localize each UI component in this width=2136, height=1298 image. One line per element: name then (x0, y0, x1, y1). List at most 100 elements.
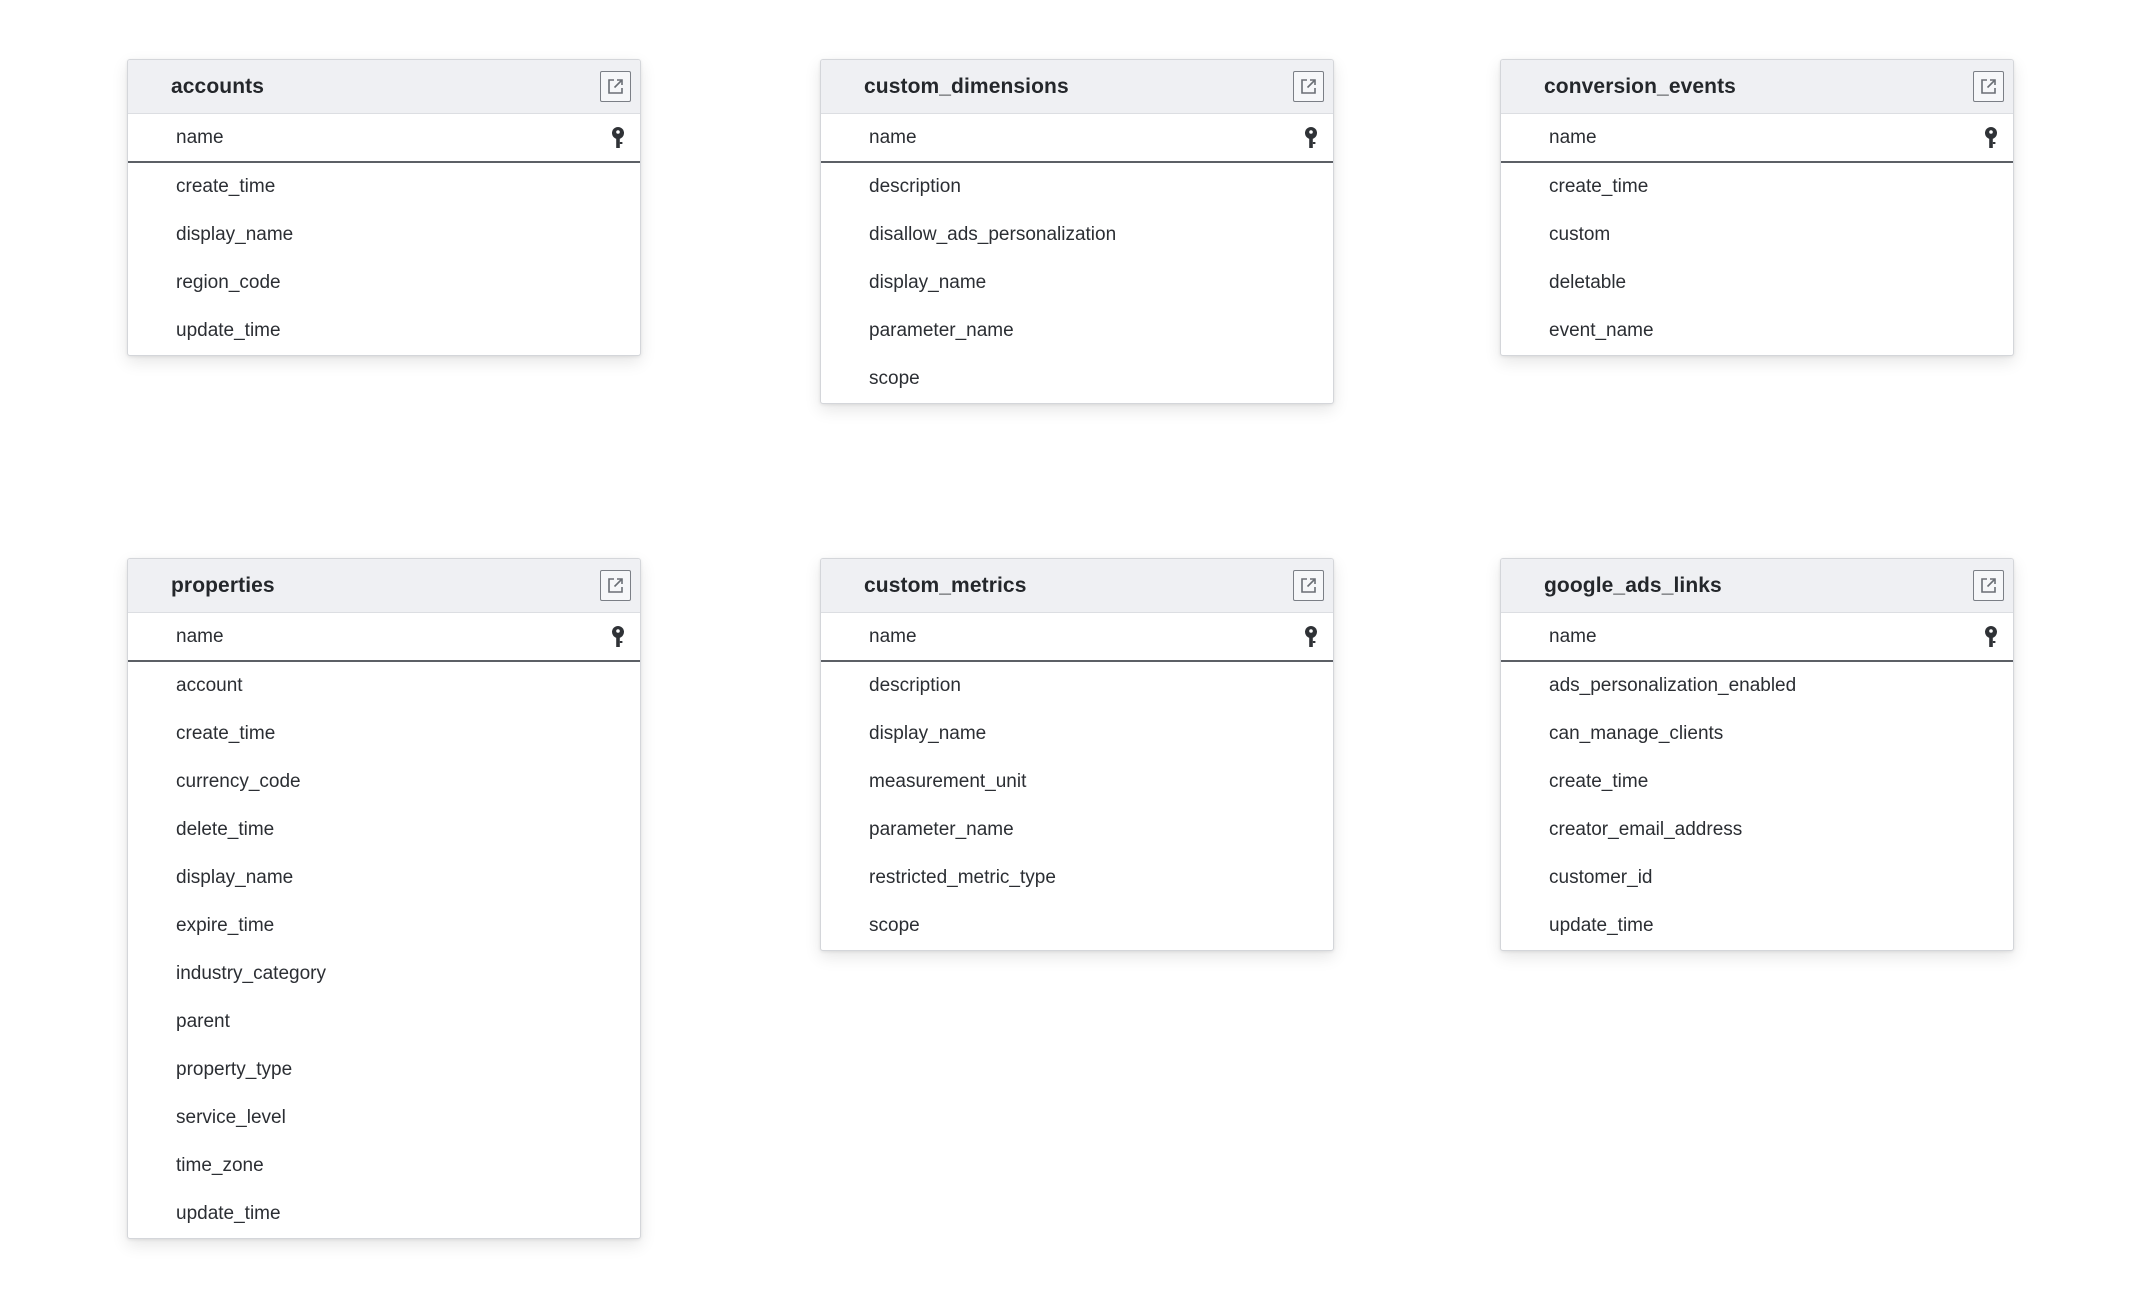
table-title: google_ads_links (1544, 573, 1722, 597)
column-name: description (869, 176, 961, 197)
key-icon (612, 626, 624, 647)
column-row[interactable]: ads_personalization_enabled (1501, 662, 2013, 710)
column-name: ads_personalization_enabled (1549, 675, 1797, 696)
column-row[interactable]: currency_code (128, 758, 640, 806)
table-header: conversion_events (1501, 60, 2013, 114)
primary-key-row[interactable]: name (128, 114, 640, 163)
column-name: disallow_ads_personalization (869, 224, 1117, 245)
open-table-button[interactable] (600, 570, 631, 601)
column-row[interactable]: create_time (1501, 758, 2013, 806)
column-row[interactable]: can_manage_clients (1501, 710, 2013, 758)
column-name: time_zone (176, 1155, 264, 1176)
open-table-button[interactable] (1293, 570, 1324, 601)
open-table-button[interactable] (600, 71, 631, 102)
column-row[interactable]: update_time (1501, 902, 2013, 950)
column-row[interactable]: parent (128, 998, 640, 1046)
primary-key-row[interactable]: name (821, 613, 1333, 662)
column-name: deletable (1549, 272, 1627, 293)
column-name: create_time (1549, 771, 1649, 792)
column-row[interactable]: parameter_name (821, 307, 1333, 355)
column-row[interactable]: parameter_name (821, 806, 1333, 854)
column-row[interactable]: customer_id (1501, 854, 2013, 902)
column-row[interactable]: industry_category (128, 950, 640, 998)
column-row[interactable]: scope (821, 355, 1333, 403)
column-row[interactable]: description (821, 662, 1333, 710)
external-link-icon (1981, 79, 1996, 94)
primary-key-name: name (1549, 126, 1597, 148)
table-header: custom_dimensions (821, 60, 1333, 114)
open-table-button[interactable] (1293, 71, 1324, 102)
column-name: display_name (869, 272, 987, 293)
column-row[interactable]: time_zone (128, 1142, 640, 1190)
column-name: custom (1549, 224, 1611, 245)
column-row[interactable]: create_time (1501, 163, 2013, 211)
column-row[interactable]: measurement_unit (821, 758, 1333, 806)
column-name: scope (869, 915, 920, 936)
column-row[interactable]: custom (1501, 211, 2013, 259)
key-icon (1985, 127, 1997, 148)
key-icon (1985, 626, 1997, 647)
column-name: scope (869, 368, 920, 389)
column-name: event_name (1549, 320, 1654, 341)
column-row[interactable]: scope (821, 902, 1333, 950)
column-name: restricted_metric_type (869, 867, 1056, 888)
column-row[interactable]: update_time (128, 307, 640, 355)
open-table-button[interactable] (1973, 71, 2004, 102)
column-name: service_level (176, 1107, 286, 1128)
column-name: display_name (176, 867, 294, 888)
primary-key-row[interactable]: name (1501, 613, 2013, 662)
column-row[interactable]: region_code (128, 259, 640, 307)
column-row[interactable]: update_time (128, 1190, 640, 1238)
column-name: update_time (176, 320, 281, 341)
primary-key-name: name (176, 625, 224, 647)
external-link-icon (608, 79, 623, 94)
column-row[interactable]: display_name (128, 211, 640, 259)
column-name: currency_code (176, 771, 301, 792)
column-name: update_time (1549, 915, 1654, 936)
column-name: create_time (176, 723, 276, 744)
primary-key-name: name (869, 126, 917, 148)
primary-key-name: name (869, 625, 917, 647)
column-list: ads_personalization_enabled can_manage_cl… (1501, 662, 2013, 950)
column-name: expire_time (176, 915, 275, 936)
column-list: account create_time currency_code delete_ti… (128, 662, 640, 1238)
column-row[interactable]: display_name (821, 710, 1333, 758)
column-row[interactable]: delete_time (128, 806, 640, 854)
primary-key-row[interactable]: name (128, 613, 640, 662)
column-row[interactable]: restricted_metric_type (821, 854, 1333, 902)
column-row[interactable]: account (128, 662, 640, 710)
column-row[interactable]: display_name (128, 854, 640, 902)
column-name: region_code (176, 272, 281, 293)
column-row[interactable]: description (821, 163, 1333, 211)
table-card-custom-dimensions: custom_dimensions name description disall… (820, 59, 1334, 404)
column-row[interactable]: creator_email_address (1501, 806, 2013, 854)
primary-key-name: name (1549, 625, 1597, 647)
key-icon (1305, 127, 1317, 148)
column-row[interactable]: deletable (1501, 259, 2013, 307)
column-row[interactable]: property_type (128, 1046, 640, 1094)
column-row[interactable]: expire_time (128, 902, 640, 950)
primary-key-row[interactable]: name (1501, 114, 2013, 163)
column-row[interactable]: create_time (128, 163, 640, 211)
key-icon (612, 127, 624, 148)
external-link-icon (608, 578, 623, 593)
column-name: can_manage_clients (1549, 723, 1724, 744)
key-icon (1305, 626, 1317, 647)
column-name: parameter_name (869, 819, 1014, 840)
column-row[interactable]: create_time (128, 710, 640, 758)
table-title: custom_dimensions (864, 74, 1069, 98)
column-row[interactable]: disallow_ads_personalization (821, 211, 1333, 259)
column-row[interactable]: event_name (1501, 307, 2013, 355)
column-name: customer_id (1549, 867, 1653, 888)
column-row[interactable]: service_level (128, 1094, 640, 1142)
column-row[interactable]: display_name (821, 259, 1333, 307)
primary-key-row[interactable]: name (821, 114, 1333, 163)
table-header: properties (128, 559, 640, 613)
column-name: property_type (176, 1059, 293, 1080)
open-table-button[interactable] (1973, 570, 2004, 601)
